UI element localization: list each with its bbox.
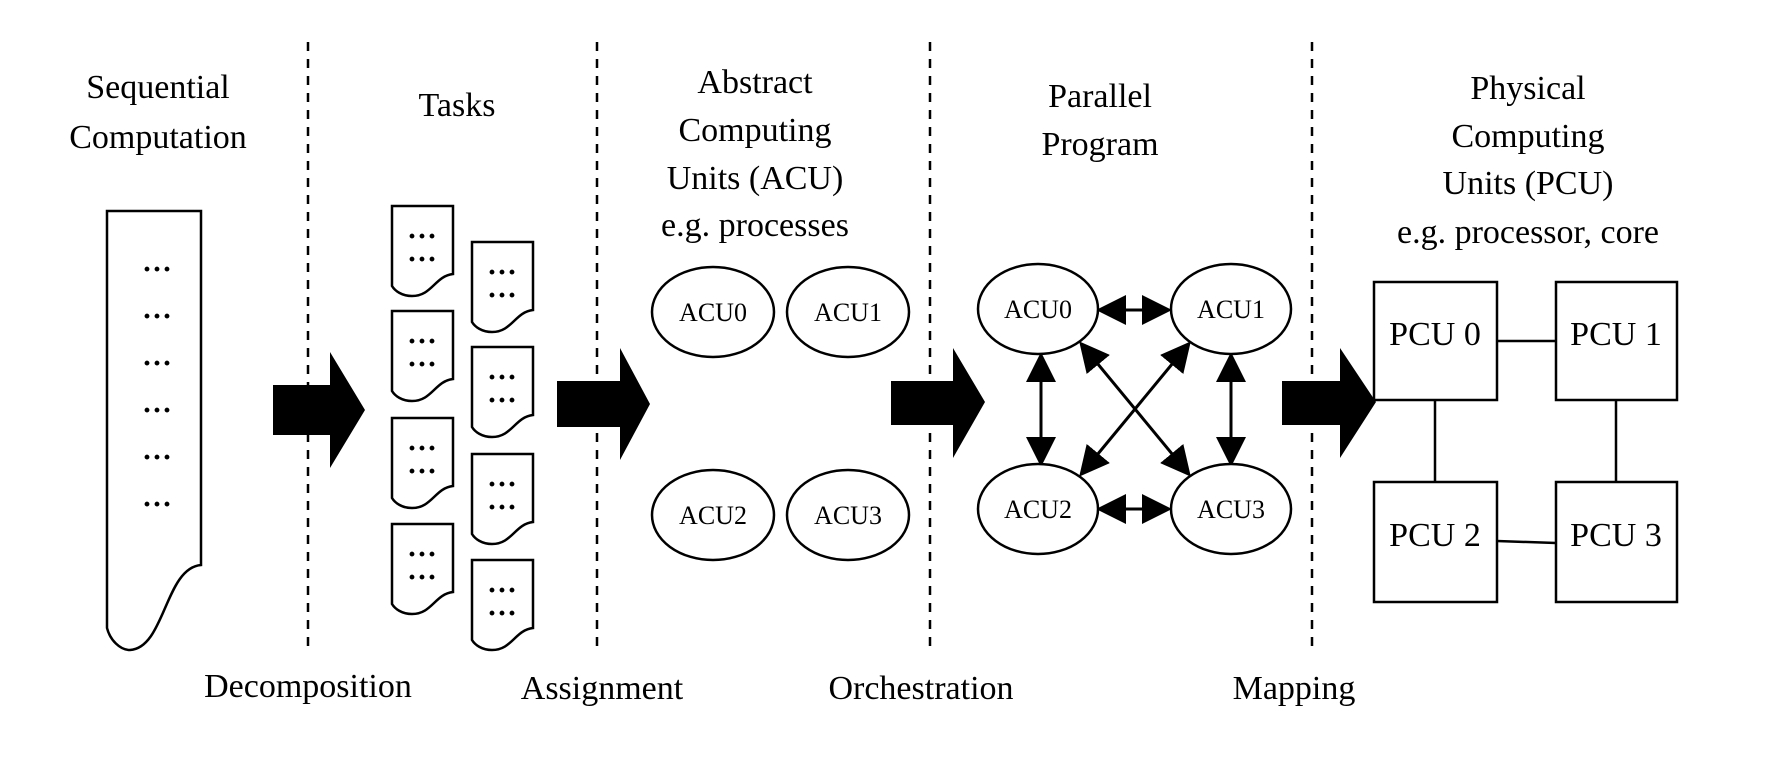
pcu-node-0-label: PCU 0 <box>1389 316 1481 353</box>
sequential-dots: ··· ··· ··· ··· ··· ··· <box>142 253 172 521</box>
program-node-2 <box>976 462 1100 556</box>
step-assignment: Assignment <box>521 670 684 707</box>
pcu-title-line-4: e.g. processor, core <box>1397 214 1659 251</box>
dots-line: ··· <box>142 253 172 286</box>
task-documents: ··· ··· ··· ··· ··· ··· ··· ··· ··· ··· … <box>390 204 535 652</box>
sequential-title-line-1: Sequential <box>86 69 230 106</box>
task-document: ··· ··· <box>390 522 455 616</box>
acu-node-2-label: ACU2 <box>679 501 747 530</box>
pcu-node-2-label: PCU 2 <box>1389 517 1481 554</box>
step-decomposition: Decomposition <box>204 668 412 705</box>
tasks-title: Tasks <box>419 87 496 124</box>
dots-line: ··· <box>487 491 517 524</box>
program-node-1-label: ACU1 <box>1197 295 1265 324</box>
dots-line: ··· <box>142 488 172 521</box>
pcu-node-2 <box>1372 480 1499 604</box>
task-document: ··· ··· <box>390 416 455 510</box>
dots-line: ··· <box>487 361 517 394</box>
edge-acu1-acu2 <box>1079 341 1191 477</box>
dots-line: ··· <box>487 468 517 501</box>
dots-line: ··· <box>407 325 437 358</box>
program-graph: ACU0 ACU1 ACU2 ACU3 <box>976 262 1293 556</box>
acu-node-0-label: ACU0 <box>679 298 747 327</box>
pcu-node-3-label: PCU 3 <box>1570 517 1662 554</box>
arrow-orchestration <box>891 348 985 458</box>
step-orchestration: Orchestration <box>828 670 1013 707</box>
acu-node-1-label: ACU1 <box>814 298 882 327</box>
link-pcu2-pcu3 <box>1496 539 1557 545</box>
sequential-document <box>105 209 203 652</box>
arrow-decomposition <box>273 352 365 468</box>
task-document: ··· ··· <box>470 452 535 546</box>
program-node-0-label: ACU0 <box>1004 295 1072 324</box>
pcu-title-line-2: Computing <box>1451 118 1604 155</box>
dots-line: ··· <box>142 441 172 474</box>
acu-node-1 <box>785 265 911 359</box>
sequential-title-line-2: Computation <box>69 119 247 156</box>
acu-title-line-1: Abstract <box>697 64 813 101</box>
acu-title-line-3: Units (ACU) <box>667 160 844 197</box>
program-title-line-1: Parallel <box>1048 78 1152 115</box>
dots-line: ··· <box>142 347 172 380</box>
pcu-node-1 <box>1554 280 1679 402</box>
dots-line: ··· <box>142 394 172 427</box>
pcu-node-0 <box>1372 280 1499 402</box>
task-document: ··· ··· <box>470 345 535 439</box>
program-node-2-label: ACU2 <box>1004 495 1072 524</box>
dots-line: ··· <box>487 574 517 607</box>
pcu-title-line-3: Units (PCU) <box>1443 165 1614 202</box>
acu-node-3 <box>785 468 911 562</box>
dots-line: ··· <box>487 597 517 630</box>
task-document: ··· ··· <box>470 240 535 334</box>
program-node-3-label: ACU3 <box>1197 495 1265 524</box>
acu-nodes: ACU0 ACU1 ACU2 ACU3 <box>650 265 911 562</box>
pcu-node-1-label: PCU 1 <box>1570 316 1662 353</box>
arrow-assignment <box>557 348 650 460</box>
program-node-1 <box>1169 262 1293 356</box>
pcu-title-line-1: Physical <box>1470 70 1585 107</box>
acu-node-0 <box>650 265 776 359</box>
dots-line: ··· <box>407 455 437 488</box>
pcu-grid: PCU 0 PCU 1 PCU 2 PCU 3 <box>1372 280 1679 604</box>
dots-line: ··· <box>487 256 517 289</box>
acu-title-line-4: e.g. processes <box>661 207 849 244</box>
task-document: ··· ··· <box>390 309 455 403</box>
task-document: ··· ··· <box>390 204 455 298</box>
program-node-3 <box>1169 462 1293 556</box>
dots-line: ··· <box>407 432 437 465</box>
dots-line: ··· <box>407 243 437 276</box>
dots-line: ··· <box>407 561 437 594</box>
dots-line: ··· <box>407 220 437 253</box>
step-mapping: Mapping <box>1233 670 1356 707</box>
acu-node-2 <box>650 468 776 562</box>
acu-node-3-label: ACU3 <box>814 501 882 530</box>
program-node-0 <box>976 262 1100 356</box>
dots-line: ··· <box>407 538 437 571</box>
acu-title-line-2: Computing <box>678 112 831 149</box>
pcu-node-3 <box>1554 480 1679 604</box>
dots-line: ··· <box>487 384 517 417</box>
program-title-line-2: Program <box>1041 126 1158 163</box>
task-document: ··· ··· <box>470 558 535 652</box>
dots-line: ··· <box>487 279 517 312</box>
arrow-mapping <box>1282 348 1376 458</box>
dots-line: ··· <box>407 348 437 381</box>
dots-line: ··· <box>142 300 172 333</box>
